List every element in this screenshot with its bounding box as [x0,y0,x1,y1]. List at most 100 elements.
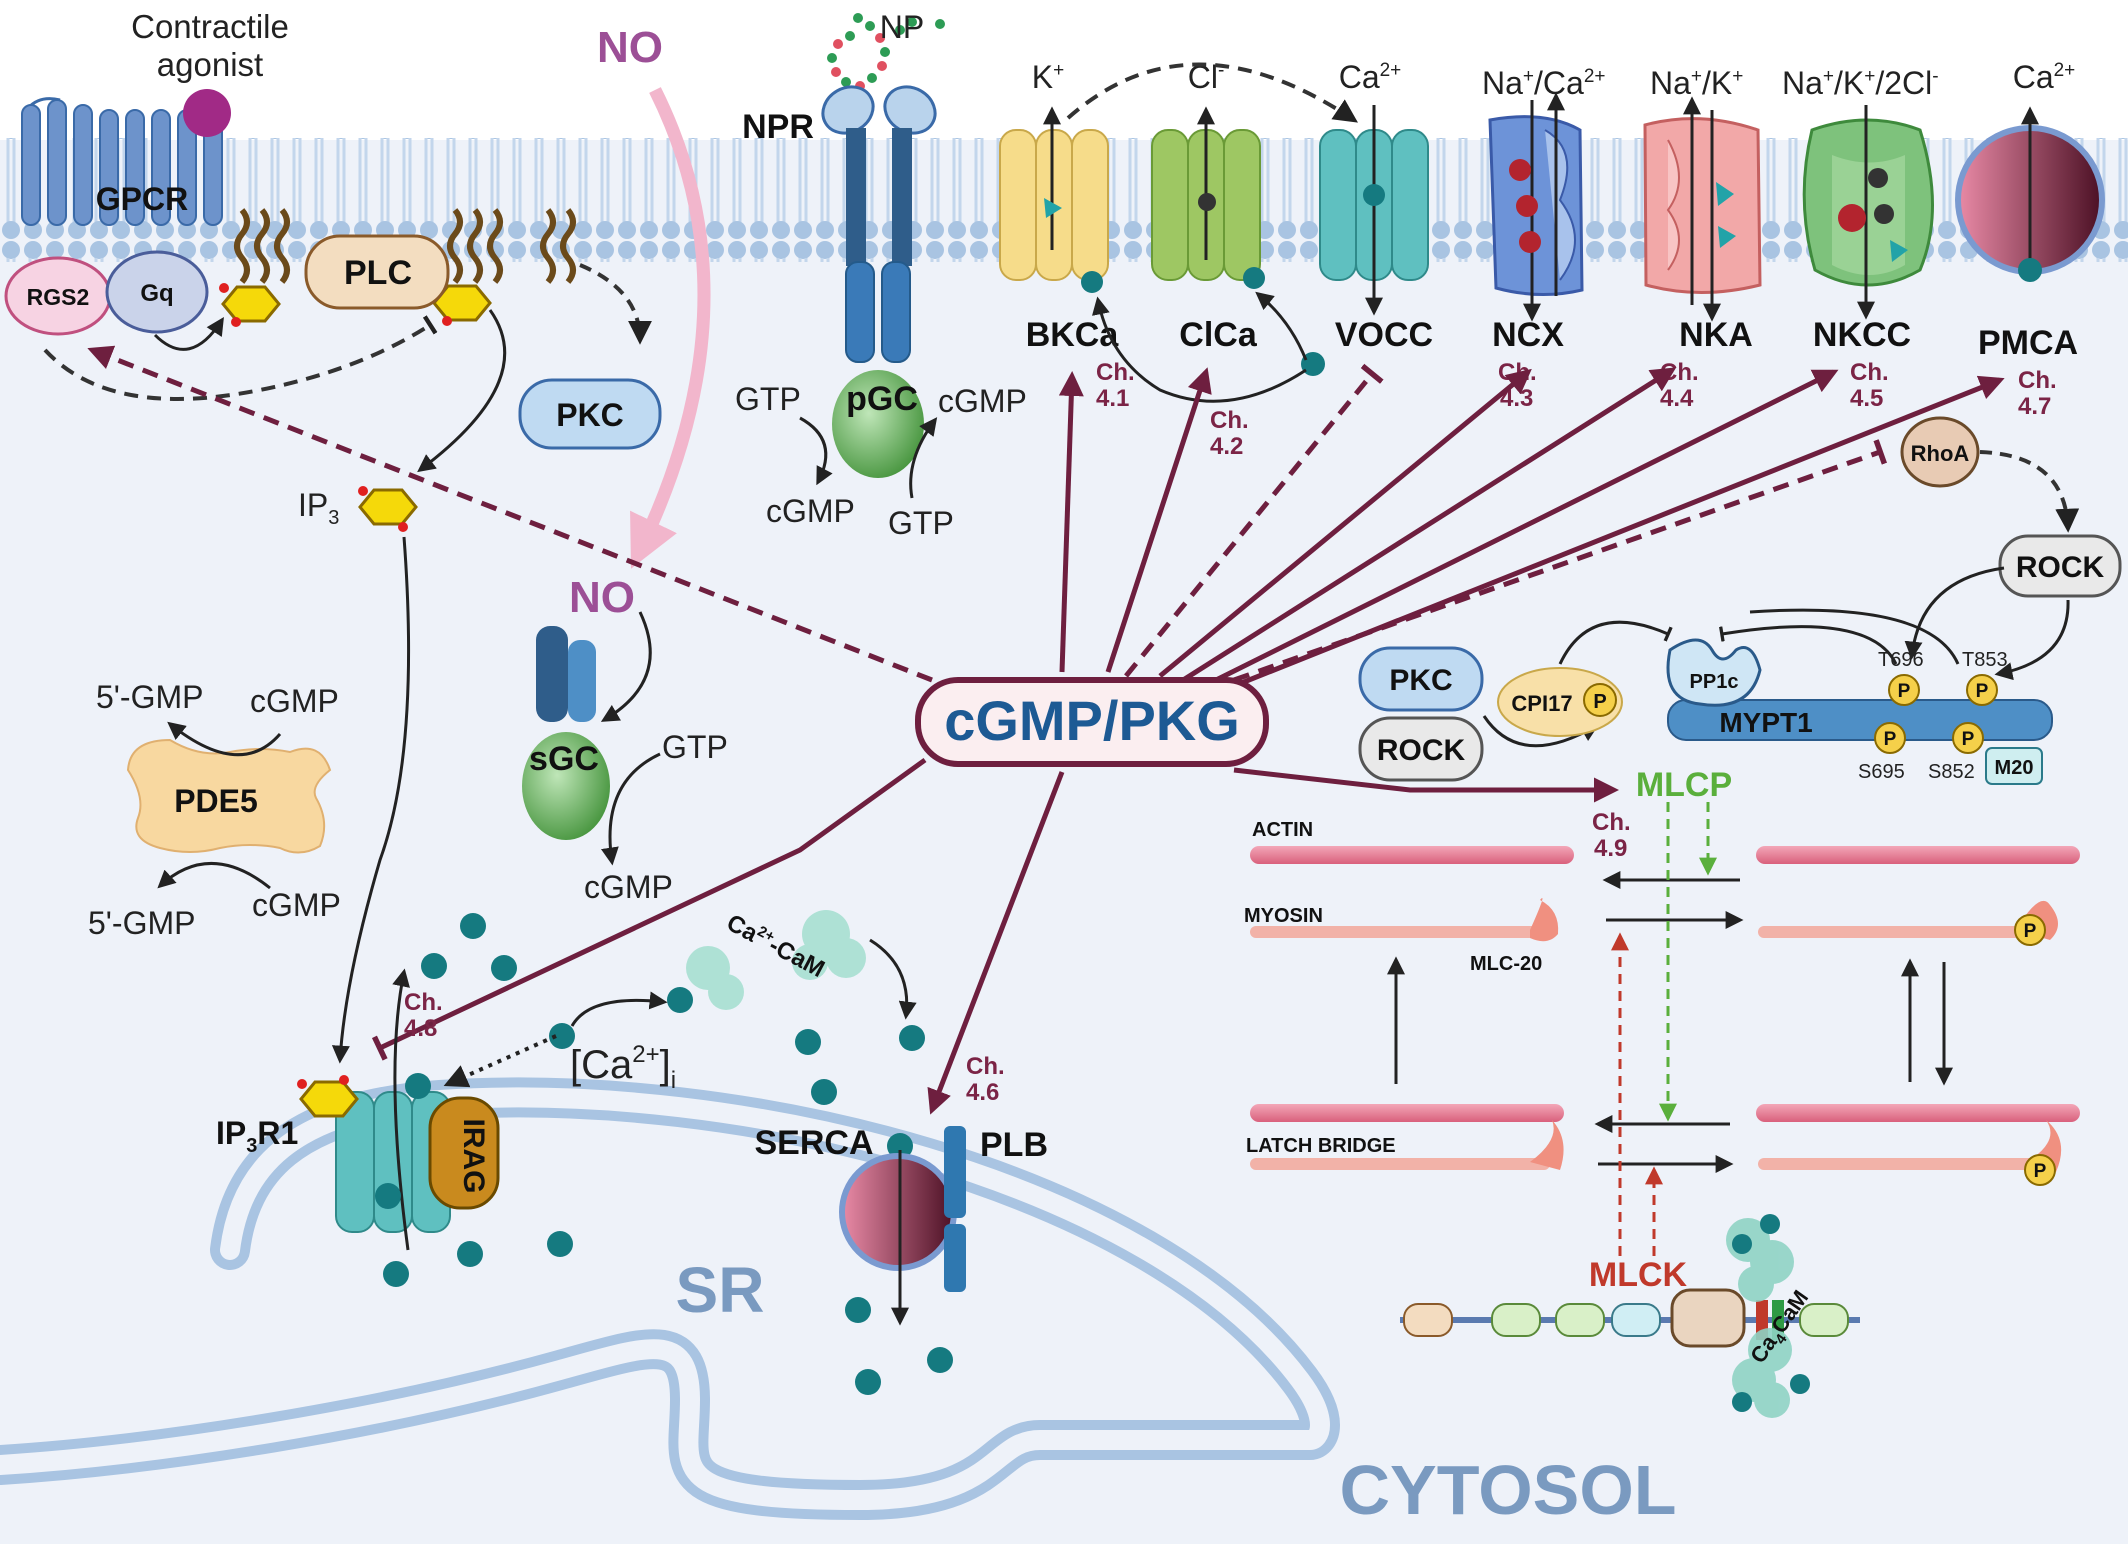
ch46-label-line2: 4.6 [966,1079,999,1106]
no-diffusion-arrow [630,87,711,569]
rgs2-dashed-loop [43,315,438,401]
plc-label: PLC [344,254,412,292]
pmca-pump [1955,106,2105,282]
cpi17-phospho-label: P [1593,691,1606,713]
npr-receptor [821,85,937,363]
calcium-ion [1790,1374,1810,1394]
ch45-label-line2: 4.5 [1850,385,1883,412]
phosphate-dot [231,317,241,327]
calcium-ion [1760,1214,1780,1234]
pgc-gtp-left: GTP [735,381,801,417]
rhoa-protein [1900,416,1980,488]
pp1c-protein [1666,638,1762,707]
latch-myosin-bl [1250,1120,1564,1170]
cytosol-label: CYTOSOL [1339,1451,1676,1529]
vocc-label: VOCC [1335,316,1433,354]
bkca-channel [999,106,1109,293]
t853-phospho-label: P [1976,681,1989,702]
plc-to-ip3-arrow [417,309,507,473]
phosphate-dot [219,283,229,293]
ip3-label: IP3 [298,487,339,529]
myosin-phospho-icon [2014,914,2046,946]
phosphate-dot [297,1079,307,1089]
rhoa-to-rock-arrow [1979,450,2080,533]
pgc-cgmp-right: cGMP [938,383,1027,419]
pgc-gtp-arrow [799,416,833,486]
pkc-top-label: PKC [556,397,624,433]
mlck-enzyme [1400,1288,1860,1348]
cgmp-pkg-box [915,677,1269,767]
ch47-label-line2: 4.7 [2018,393,2051,420]
extracellular-space [0,0,2128,140]
bkca-to-vocc-dashed-arrow [1066,62,1358,123]
sgc-enzyme [522,626,610,840]
calcium-ion [1732,1392,1752,1412]
pde5-tr-label: cGMP [250,683,339,719]
s852-phospho-label: P [1962,729,1975,750]
pip2-hexagon-icon [221,285,281,323]
ip3-to-ip3r1-arrow [331,536,411,1064]
mypt1-label: MYPT1 [1719,707,1812,738]
gq-protein [105,250,209,334]
clca-label: ClCa [1179,316,1258,354]
pde5-bl-label: 5'-GMP [88,905,195,941]
agonist-label-line1: Contractile [131,8,289,45]
cam-to-serca-arrow [869,938,917,1020]
nka-ion-label: Na+/K+ [1650,65,1743,101]
ca-to-clca-arrow [1255,291,1308,361]
mlc20-label: MLC-20 [1470,953,1542,975]
ca-to-cam-arrow [570,991,668,1027]
ca-i-label: [Ca2+]i [570,1041,676,1094]
ca-calmodulin-complex-icon [686,910,866,1010]
calcium-ion [1301,352,1325,376]
natriuretic-peptide-icon [827,13,945,91]
s852-phospho-icon [1952,722,1984,754]
pde5-tl-label: 5'-GMP [96,679,203,715]
vocc-ion-label: Ca2+ [1339,59,1402,95]
s695-label: S695 [1858,761,1905,783]
rock-mlcp-box [1358,716,1484,782]
irag-label: IRAG [457,1119,490,1194]
plb-label: PLB [980,1126,1048,1164]
rock-to-t696-arrow [1904,566,2005,660]
ncx-exchanger [1488,92,1584,322]
calcium-ion [1732,1234,1752,1254]
pgc-domain [832,370,924,478]
mlcp-label: MLCP [1636,766,1732,804]
phosphate-dot [442,316,452,326]
pgc-gtp-bottom: GTP [888,505,954,541]
pgc-cgmp-arrow [909,417,938,499]
pde5-top-arrow [167,721,282,757]
ch45-label-line1: Ch. [1850,359,1889,386]
ch49-label-line1: Ch. [1592,809,1631,836]
ca-release-arrow [392,968,410,1251]
phosphate-dot [398,522,408,532]
cpi17-protein [1497,667,1623,737]
myosin-label: MYOSIN [1244,905,1323,927]
t696-phospho-icon [1888,674,1920,706]
sgc-gtp-arrow [600,752,661,866]
sgc-gtp-label: GTP [662,729,728,765]
rgs2-label: RGS2 [27,284,90,310]
phosphate-dot [358,486,368,496]
pgc-label: pGC [846,380,918,418]
ch48-label-line2: 4.8 [404,1015,437,1042]
npr-label: NPR [742,108,814,146]
t696-inhibits-pp1c [1719,625,1898,665]
ip3r1-hexagon-icon [299,1080,359,1118]
pde5-bottom-arrow [157,862,271,890]
rock-top-box [1998,534,2122,598]
pkc-top-box [518,378,662,450]
no-mid-label: NO [569,573,635,622]
ch44-label-line2: 4.4 [1660,385,1694,412]
ca-to-bkca-arrow [1092,296,1307,403]
plc-enzyme [304,234,450,310]
s852-label: S852 [1928,761,1975,783]
s695-phospho-icon [1874,722,1906,754]
nkcc-cotransporter [1802,105,1934,320]
rhoa-label: RhoA [1911,441,1970,466]
nka-label: NKA [1679,316,1753,354]
actin-filament-br [1756,1104,2080,1122]
irag-protein [428,1096,500,1210]
